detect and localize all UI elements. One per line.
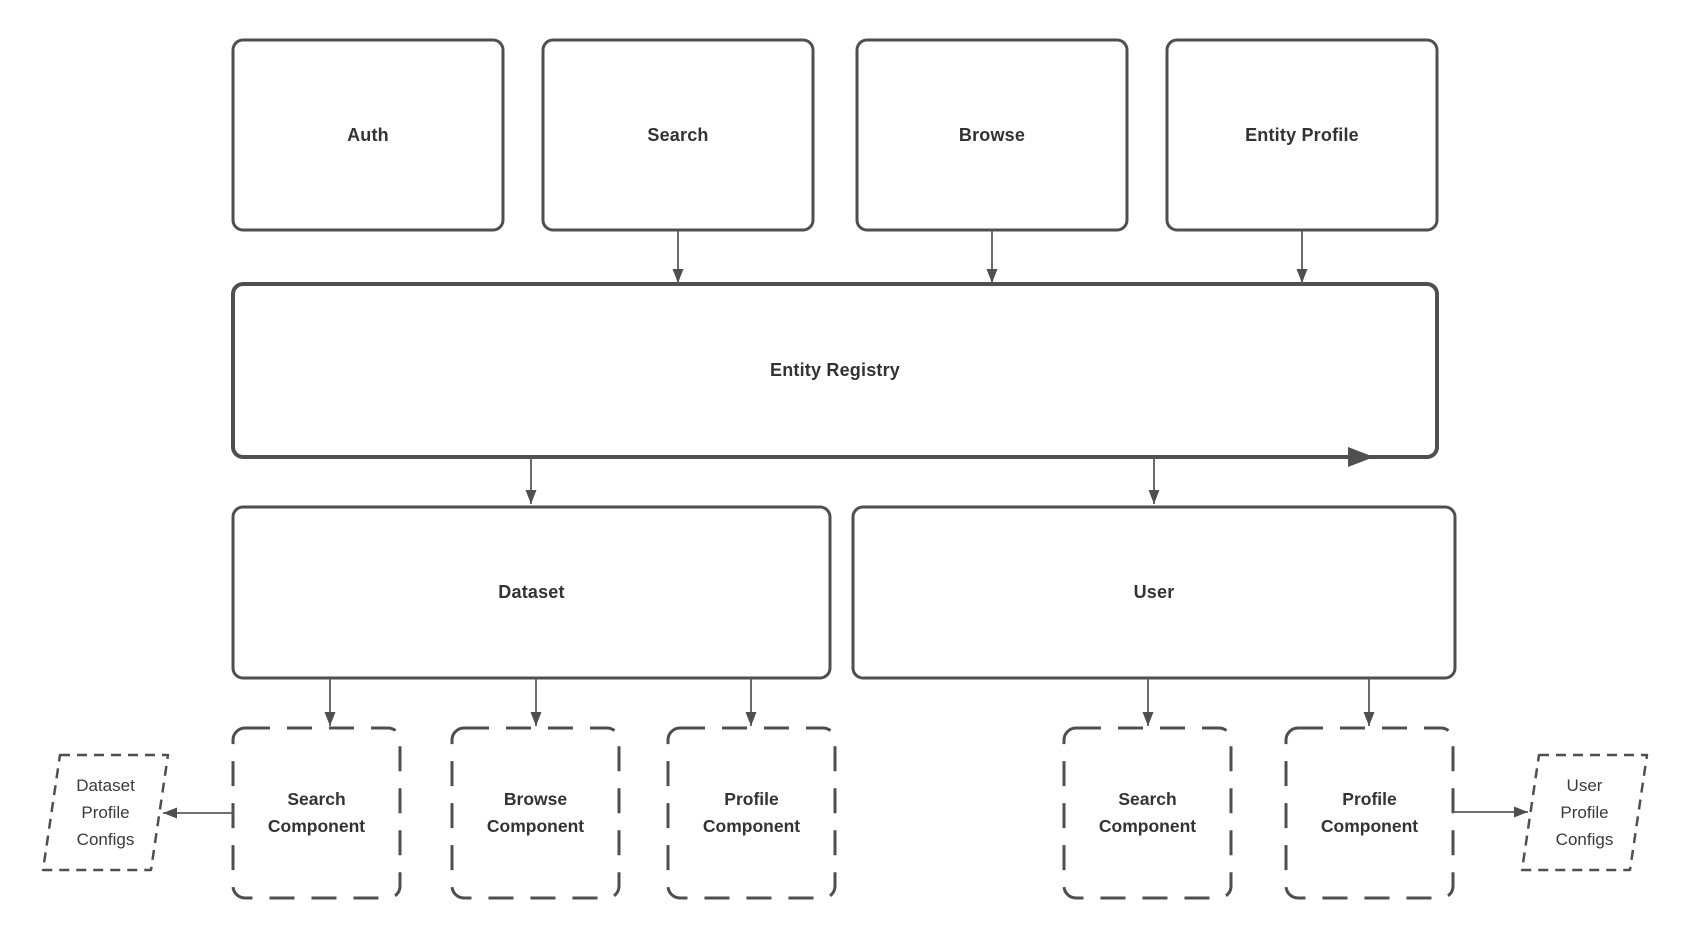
dataset-browse-component-outline xyxy=(450,726,621,900)
entity-profile-box-outline xyxy=(1165,38,1439,232)
dataset-search-component-label: Search Component xyxy=(267,789,366,836)
user-label: User xyxy=(1133,582,1175,602)
browse-label: Browse xyxy=(958,124,1026,145)
node-user-search-component[interactable]: Search Component xyxy=(1064,728,1231,898)
user-profile-configs-outline xyxy=(1520,753,1649,872)
node-auth[interactable]: Auth xyxy=(233,40,503,230)
dataset-profile-configs-label: Dataset Profile Configs xyxy=(76,776,135,849)
dataset-label: Dataset xyxy=(498,582,565,602)
entity-registry-label: Entity Registry xyxy=(769,360,901,380)
dataset-box-outline xyxy=(231,505,832,680)
node-dataset[interactable]: Dataset xyxy=(233,507,830,678)
browse-box-outline xyxy=(855,38,1129,232)
dataset-profile-configs-outline xyxy=(41,753,170,872)
node-browse[interactable]: Browse xyxy=(857,40,1127,230)
auth-label: Auth xyxy=(347,124,389,145)
user-box-outline xyxy=(851,505,1457,680)
dataset-profile-component-outline xyxy=(666,726,837,900)
node-dataset-browse-component[interactable]: Browse Component xyxy=(452,728,619,898)
user-profile-configs-label: User Profile Configs xyxy=(1555,776,1614,849)
node-dataset-search-component[interactable]: Search Component xyxy=(233,728,400,898)
node-entity-registry[interactable]: Entity Registry xyxy=(233,284,1437,457)
entity-registry-box-outline xyxy=(231,282,1439,459)
search-box-outline xyxy=(541,38,815,232)
node-dataset-profile-component[interactable]: Profile Component xyxy=(668,728,835,898)
node-user[interactable]: User xyxy=(853,507,1455,678)
node-search[interactable]: Search xyxy=(543,40,813,230)
node-user-profile-configs[interactable]: User Profile Configs xyxy=(1522,755,1647,870)
node-entity-profile[interactable]: Entity Profile xyxy=(1167,40,1437,230)
auth-box-outline xyxy=(231,38,505,232)
user-profile-component-label: Profile Component xyxy=(1320,789,1419,836)
node-dataset-profile-configs[interactable]: Dataset Profile Configs xyxy=(43,755,168,870)
dataset-profile-component-label: Profile Component xyxy=(702,789,801,836)
node-user-profile-component[interactable]: Profile Component xyxy=(1286,728,1453,898)
user-search-component-outline xyxy=(1062,726,1233,900)
registry-bottom-edge-arrowhead xyxy=(1348,447,1374,467)
user-profile-component-outline xyxy=(1284,726,1455,900)
entity-profile-label: Entity Profile xyxy=(1245,124,1359,145)
search-label: Search xyxy=(647,124,709,145)
dataset-browse-component-label: Browse Component xyxy=(486,789,585,836)
user-search-component-label: Search Component xyxy=(1098,789,1197,836)
